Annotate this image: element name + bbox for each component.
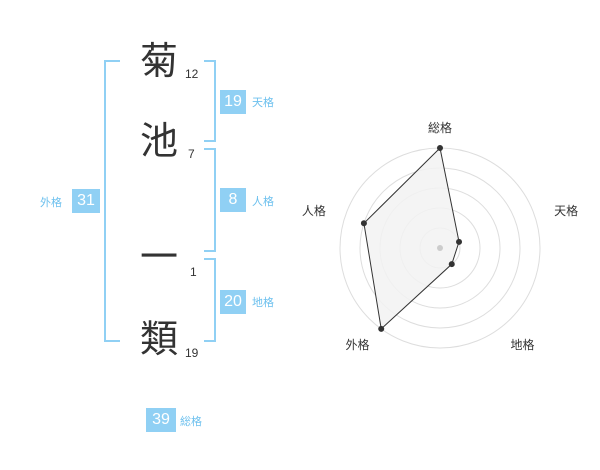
- radar-polygon: [363, 146, 460, 330]
- tenkaku-value-badge: 19: [220, 90, 246, 114]
- name-char-4: 類: [140, 317, 179, 361]
- radar-axis-label-2: 天格: [554, 203, 578, 218]
- jinkaku-label: 人格: [252, 195, 274, 208]
- radar-point-5: [360, 220, 367, 227]
- name-char-1: 菊: [140, 39, 179, 83]
- stroke-count-4: 19: [185, 346, 199, 360]
- gaikaku-bracket: [104, 60, 120, 342]
- jinkaku-value-badge: 8: [220, 188, 246, 212]
- radar-point-4: [378, 325, 385, 332]
- radar-point-1: [437, 145, 443, 151]
- soukaku-label: 総格: [180, 415, 202, 428]
- gaikaku-label: 外格: [40, 196, 62, 209]
- chikaku-label: 地格: [252, 296, 274, 309]
- name-char-3: 一: [140, 235, 179, 279]
- stroke-count-1: 12: [185, 67, 199, 81]
- tenkaku-bracket: [204, 60, 216, 142]
- radar-axis-label-4: 外格: [345, 337, 369, 352]
- stroke-count-3: 1: [190, 265, 197, 279]
- radar-axis-label-3: 地格: [511, 337, 535, 352]
- radar-axis-label-5: 人格: [302, 203, 326, 218]
- chikaku-value-badge: 20: [220, 290, 246, 314]
- jinkaku-bracket: [204, 148, 216, 252]
- name-char-2: 池: [140, 119, 179, 163]
- stroke-count-2: 7: [188, 147, 195, 161]
- radar-point-3: [448, 261, 455, 268]
- tenkaku-label: 天格: [252, 96, 274, 109]
- chikaku-bracket: [204, 258, 216, 342]
- radar-point-2: [456, 238, 463, 245]
- radar-center-dot: [437, 245, 443, 251]
- radar-axis-label-1: 総格: [428, 120, 452, 135]
- gaikaku-value-badge: 31: [72, 189, 100, 213]
- soukaku-value-badge: 39: [146, 408, 176, 432]
